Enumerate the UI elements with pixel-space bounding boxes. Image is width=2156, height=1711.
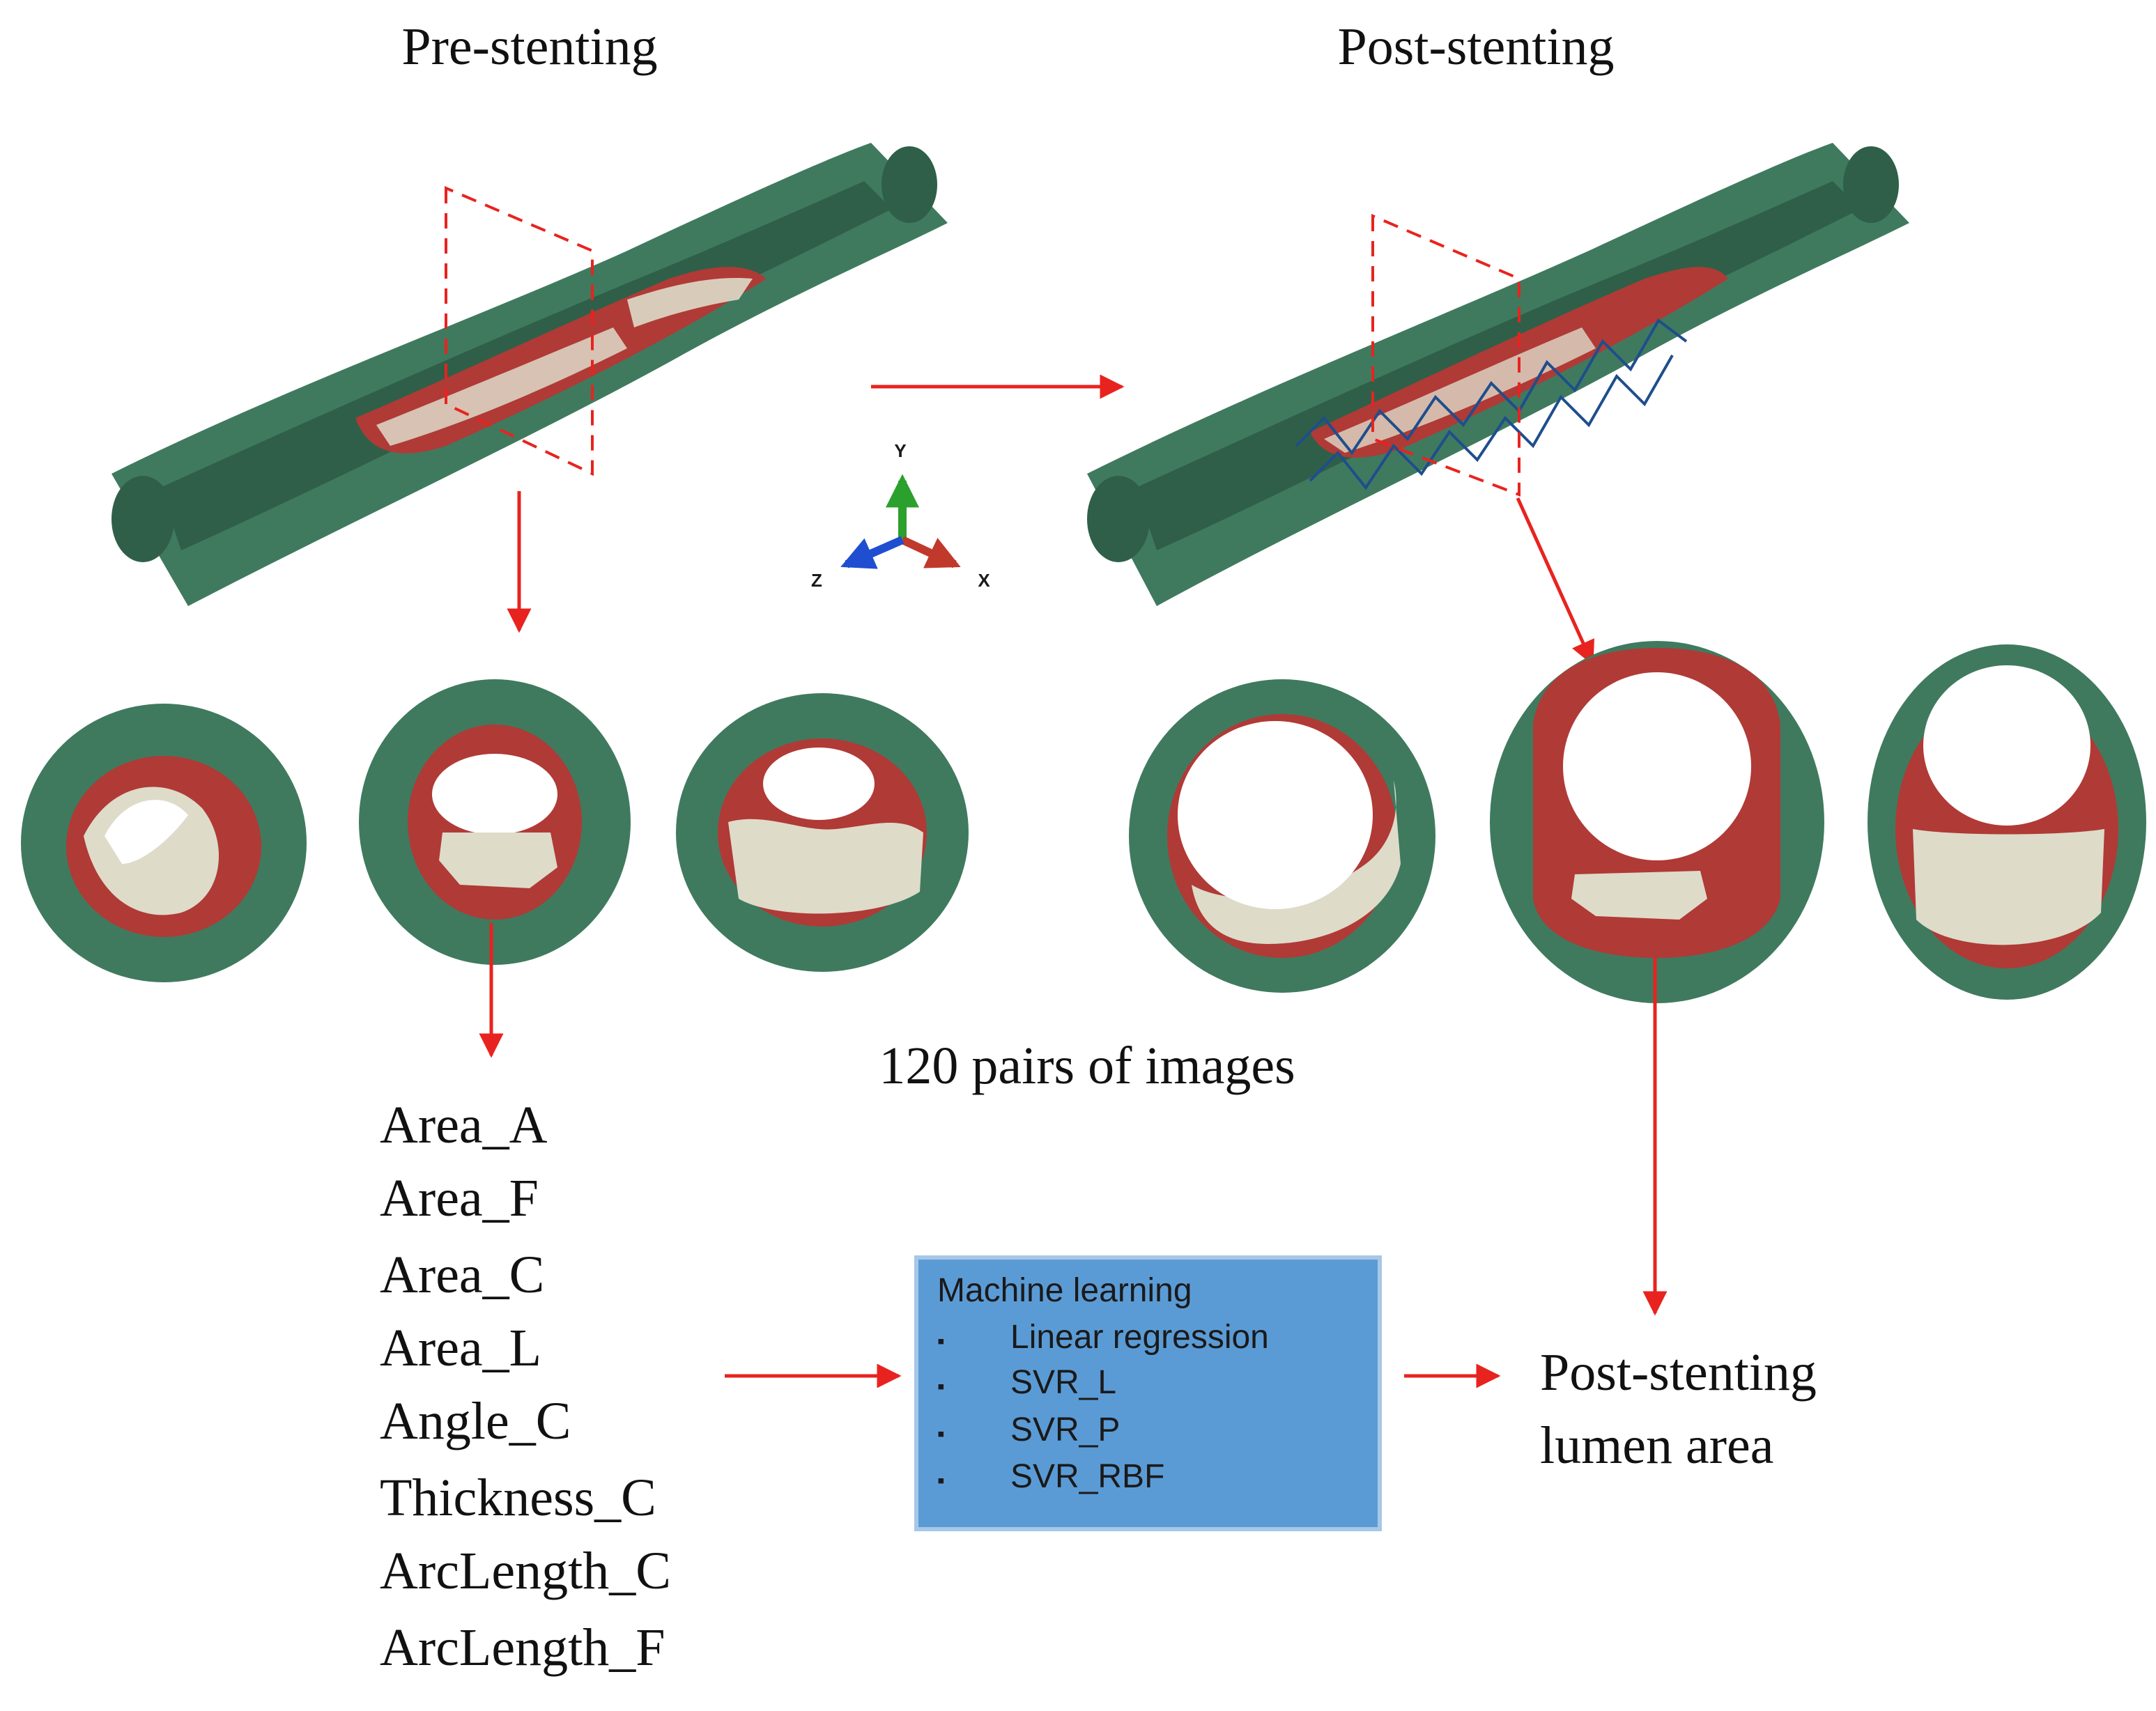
post-section-arrow xyxy=(1516,497,1594,666)
pre-stenting-heading: Pre-stenting xyxy=(401,17,657,76)
feature-item: ArcLength_F xyxy=(380,1618,665,1677)
feature-item: Area_A xyxy=(380,1096,548,1154)
pre-cross-section-1 xyxy=(21,704,307,982)
pre-stenting-artery-model xyxy=(111,143,948,606)
machine-learning-box: Machine learning ▪ Linear regression ▪ S… xyxy=(914,1255,1382,1531)
ml-method-item: Linear regression xyxy=(1010,1319,1269,1356)
axis-y-label: Y xyxy=(894,440,906,461)
post-stenting-heading: Post-stenting xyxy=(1338,17,1615,76)
feature-item: ArcLength_C xyxy=(380,1542,671,1600)
ml-box-title: Machine learning xyxy=(937,1272,1192,1309)
post-stenting-artery-model xyxy=(1087,143,1909,606)
feature-item: Area_F xyxy=(380,1169,539,1228)
ml-method-item: SVR_L xyxy=(1010,1364,1116,1401)
ml-method-item: SVR_RBF xyxy=(1010,1458,1164,1495)
ml-bullet-icon: ▪ xyxy=(937,1423,945,1446)
feature-item: Area_L xyxy=(380,1319,541,1377)
post-cross-section-3 xyxy=(1868,644,2146,1000)
feature-list: Area_A Area_F Area_C Area_L Angle_C Thic… xyxy=(380,1096,671,1677)
coordinate-triad: Y X Z xyxy=(811,440,990,591)
pairs-caption: 120 pairs of images xyxy=(879,1037,1295,1095)
ml-bullet-icon: ▪ xyxy=(937,1469,945,1492)
feature-item: Thickness_C xyxy=(380,1469,656,1527)
post-cross-section-2 xyxy=(1490,641,1824,1003)
output-label-line2: lumen area xyxy=(1540,1416,1773,1475)
ml-bullet-icon: ▪ xyxy=(937,1330,945,1353)
axis-z-label: Z xyxy=(811,570,822,591)
feature-item: Angle_C xyxy=(380,1392,571,1450)
ml-method-item: SVR_P xyxy=(1010,1411,1120,1448)
pre-cross-section-3 xyxy=(676,693,969,972)
post-cross-section-1 xyxy=(1129,679,1435,993)
pre-cross-section-2 xyxy=(359,679,631,965)
ml-bullet-icon: ▪ xyxy=(937,1375,945,1398)
axis-x-label: X xyxy=(978,570,990,591)
feature-item: Area_C xyxy=(380,1246,544,1304)
output-label-line1: Post-stenting xyxy=(1540,1343,1817,1402)
